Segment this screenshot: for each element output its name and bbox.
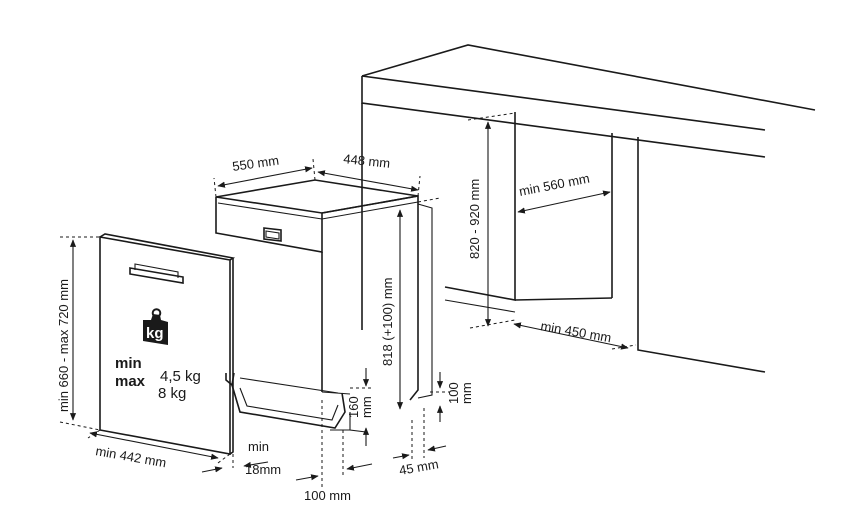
dimension-niche-width: min 560 mm <box>517 171 611 214</box>
cabinet-niche <box>444 112 766 373</box>
dimension-niche-width-label: min 560 mm <box>518 171 591 199</box>
dimension-door-height: min 660 - max 720 mm <box>56 236 101 431</box>
dimension-adjust-100: 100 mm <box>430 372 474 422</box>
dimension-adjust-100-unit: mm <box>459 382 474 404</box>
lower-basket <box>225 372 346 429</box>
weight-icon: kg <box>143 308 168 345</box>
dimension-kick-160-unit: mm <box>359 396 374 418</box>
dimension-niche-height: 820 - 920 mm <box>467 112 516 329</box>
dimension-kick-160: 160 mm <box>346 368 374 446</box>
dimension-plinth-100-label: 100 mm <box>304 488 351 503</box>
dimension-plinth-45: 45 mm <box>392 408 447 478</box>
dimension-niche-depth: min 450 mm <box>513 318 637 350</box>
dimension-kick-160-value: 160 <box>346 396 361 418</box>
dimension-adjust-100-value: 100 <box>446 382 461 404</box>
weight-icon-label: kg <box>146 325 164 342</box>
dimension-width-550: 550 mm <box>213 153 316 198</box>
weight-max-label: max <box>115 373 146 390</box>
dimension-plinth-100: 100 mm <box>295 400 373 503</box>
plinth <box>330 412 367 433</box>
dimension-depth-448-label: 448 mm <box>343 151 391 171</box>
dimension-plinth-45-label: 45 mm <box>398 456 440 478</box>
dimension-gap-18-value: 18mm <box>245 462 281 477</box>
dimension-gap-18: min 18mm <box>201 439 281 477</box>
door-handle <box>129 263 184 284</box>
weight-min-label: min <box>115 355 142 372</box>
dimension-height-818-label: 818 (+100) mm <box>380 277 395 366</box>
dimension-door-width-label: min 442 mm <box>94 443 167 470</box>
dimension-width-550-label: 550 mm <box>231 153 280 174</box>
weight-max-value: 8 kg <box>158 385 186 402</box>
dimension-niche-depth-label: min 450 mm <box>539 318 612 345</box>
dimension-gap-18-min: min <box>248 439 269 454</box>
countertop <box>361 44 816 330</box>
dishwasher-handle <box>263 227 282 242</box>
dimension-depth-448: 448 mm <box>317 151 421 197</box>
weight-min-value: 4,5 kg <box>160 368 201 385</box>
dimension-niche-height-label: 820 - 920 mm <box>467 179 482 259</box>
dimension-door-height-label: min 660 - max 720 mm <box>56 279 71 412</box>
dimension-height-818: 818 (+100) mm <box>380 197 441 410</box>
